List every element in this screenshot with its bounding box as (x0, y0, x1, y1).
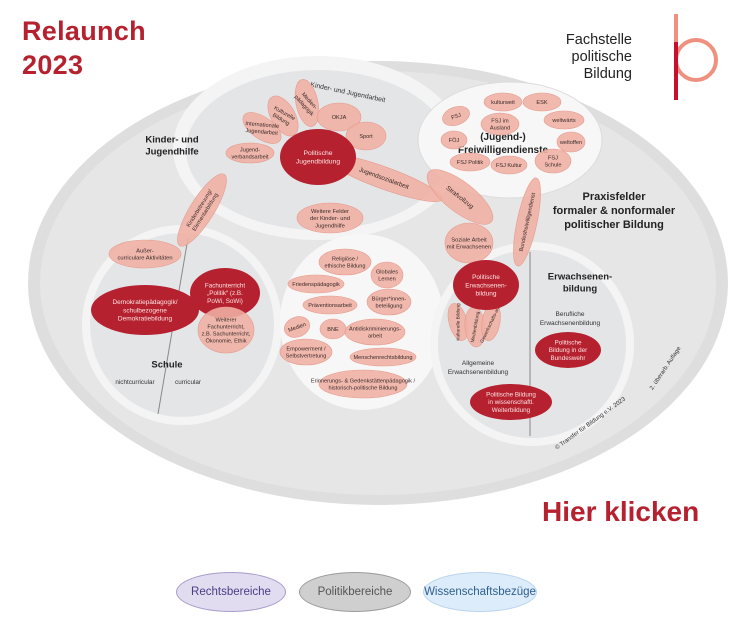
logo-line-1: Fachstelle (565, 32, 632, 48)
bubble-fachunterricht-politik[interactable] (190, 268, 260, 318)
title-line-1: Relaunch (22, 16, 146, 46)
bubble-kja-item-label: Sport (359, 134, 373, 140)
bubble-theme[interactable] (281, 313, 312, 341)
bubble-theme-label: Empowerment /Selbstvertretung (286, 346, 327, 359)
logo-text: Fachstelle politische Bildung (566, 32, 632, 83)
bubble-wissenschaftl-weiterbildung[interactable] (470, 384, 552, 420)
bubble-fwd-item[interactable] (534, 148, 572, 174)
bubble-fwd-item[interactable] (449, 152, 491, 172)
bubble-theme[interactable] (318, 248, 372, 276)
bubble-theme-label: Erinnerungs- & Gedenkstättenpädagogik /h… (311, 378, 416, 391)
bubble-theme[interactable] (302, 295, 358, 315)
schule-axis-left: nichtcurricular (115, 379, 154, 386)
bubble-demokratiepaedagogik[interactable] (91, 285, 199, 335)
hier-klicken-link[interactable]: Hier klicken (542, 496, 700, 527)
bubble-kja-item-label: InternationaleJugendarbeit (244, 121, 279, 137)
bubble-eb-petal-label: Medienbildung (470, 311, 481, 343)
bubble-theme-label: Antidiskriminierungs-arbeit (349, 326, 401, 339)
bubble-fwd-item-label: FSJ Politik (457, 160, 484, 166)
bubble-theme[interactable] (344, 318, 406, 346)
bubble-fwd-item[interactable] (480, 112, 520, 136)
bubble-fwd-item-label: FSJ Kultur (496, 163, 522, 169)
bubble-theme-label: Präventionsarbeit (308, 303, 352, 309)
bubble-fwd-item[interactable] (490, 155, 528, 175)
bubble-eb-petal-label: Kulturelle Bildung (456, 303, 462, 341)
bubble-politische-jugendbildung[interactable] (280, 129, 356, 185)
logo-line-3: Bildung (583, 66, 632, 82)
bubble-soziale-arbeit[interactable] (444, 222, 494, 264)
wissenschaftsbezuege-button[interactable]: Wissenschaftsbezüge (423, 572, 537, 612)
bubble-ausser-curricular[interactable] (108, 239, 182, 269)
bubble-fachunterricht-politik-label: Fachunterricht„Politik“ (z.B.PoWi, SoWi) (205, 282, 245, 305)
bubble-fwd-item[interactable] (440, 103, 472, 129)
bubble-theme[interactable] (366, 288, 412, 316)
bubble-theme-label: Menschenrechtsbildung (353, 355, 412, 361)
rechtsbereiche-button[interactable]: Rechtsbereiche (176, 572, 286, 612)
bubble-kja-item-label: OKJA (332, 115, 347, 121)
bubble-ausser-curricular-label: Außer-curriculare Aktivitäten (117, 248, 172, 261)
bubble-weiterer-fachunterricht[interactable] (197, 306, 255, 354)
bubble-kinderbetreuung[interactable] (170, 168, 235, 252)
bubble-kja-item[interactable] (316, 102, 362, 132)
bubble-fwd-item[interactable] (556, 131, 586, 153)
bubble-kja-item[interactable] (225, 142, 275, 164)
bubble-fwd-item[interactable] (522, 92, 562, 112)
bubble-fwd-item-label: weltoffen (559, 140, 582, 146)
bubble-theme[interactable] (370, 261, 404, 289)
bubble-theme[interactable] (318, 369, 408, 399)
bubble-kja-item[interactable] (345, 121, 387, 151)
bubble-fwd-item[interactable] (440, 130, 468, 150)
bubble-weitere-felder[interactable] (296, 202, 364, 234)
bubble-theme-label: Bürger*innen-beteiligung (372, 296, 407, 309)
politikbereiche-button[interactable]: Politikbereiche (299, 572, 411, 612)
page-title: Relaunch 2023 (22, 14, 146, 82)
bubble-bundeswehr[interactable] (535, 332, 601, 368)
bubble-fwd-item-label: FSJ (451, 112, 463, 121)
bubble-theme-label: Friedenspädagogik (292, 282, 340, 288)
bubble-theme-label: BNE (327, 327, 339, 333)
logo-line-2: politische (571, 49, 632, 65)
bubble-theme[interactable] (279, 338, 333, 366)
bubble-theme-label: Religiöse /ethische Bildung (324, 256, 365, 269)
schule-title: Schule (151, 359, 182, 370)
bubble-fwd-item[interactable] (543, 110, 585, 130)
bubble-politische-erwachsenenbildung[interactable] (453, 260, 519, 310)
bubble-theme-label: Medien (288, 322, 307, 334)
bubble-fwd-item-label: FÖJ (449, 137, 460, 144)
fwd-title: (Jugend-)Freiwilligendienste (458, 132, 548, 156)
bubble-strafvollzug[interactable] (419, 161, 501, 234)
fachstelle-logo-icon (674, 14, 718, 100)
bubble-fwd-item-label: kulturweit (491, 100, 515, 106)
bubble-kja-item[interactable] (291, 77, 322, 129)
bubble-bundesfreiwilligendienst[interactable] (508, 176, 546, 268)
bubble-fwd-item-label: ESK (536, 100, 547, 106)
eb-title: Erwachsenen-bildung (548, 271, 612, 294)
bubble-kja-item-label: Jugend-verbandsarbeit (231, 147, 268, 160)
bubble-kja-item[interactable] (238, 106, 287, 149)
bubble-fwd-item[interactable] (483, 92, 523, 112)
bubble-theme[interactable] (287, 274, 345, 294)
bubble-theme[interactable] (349, 347, 417, 367)
title-line-2: 2023 (22, 50, 84, 80)
bubble-fwd-item-label: weltwärts (551, 118, 576, 124)
schule-axis-right: curricular (175, 379, 201, 386)
